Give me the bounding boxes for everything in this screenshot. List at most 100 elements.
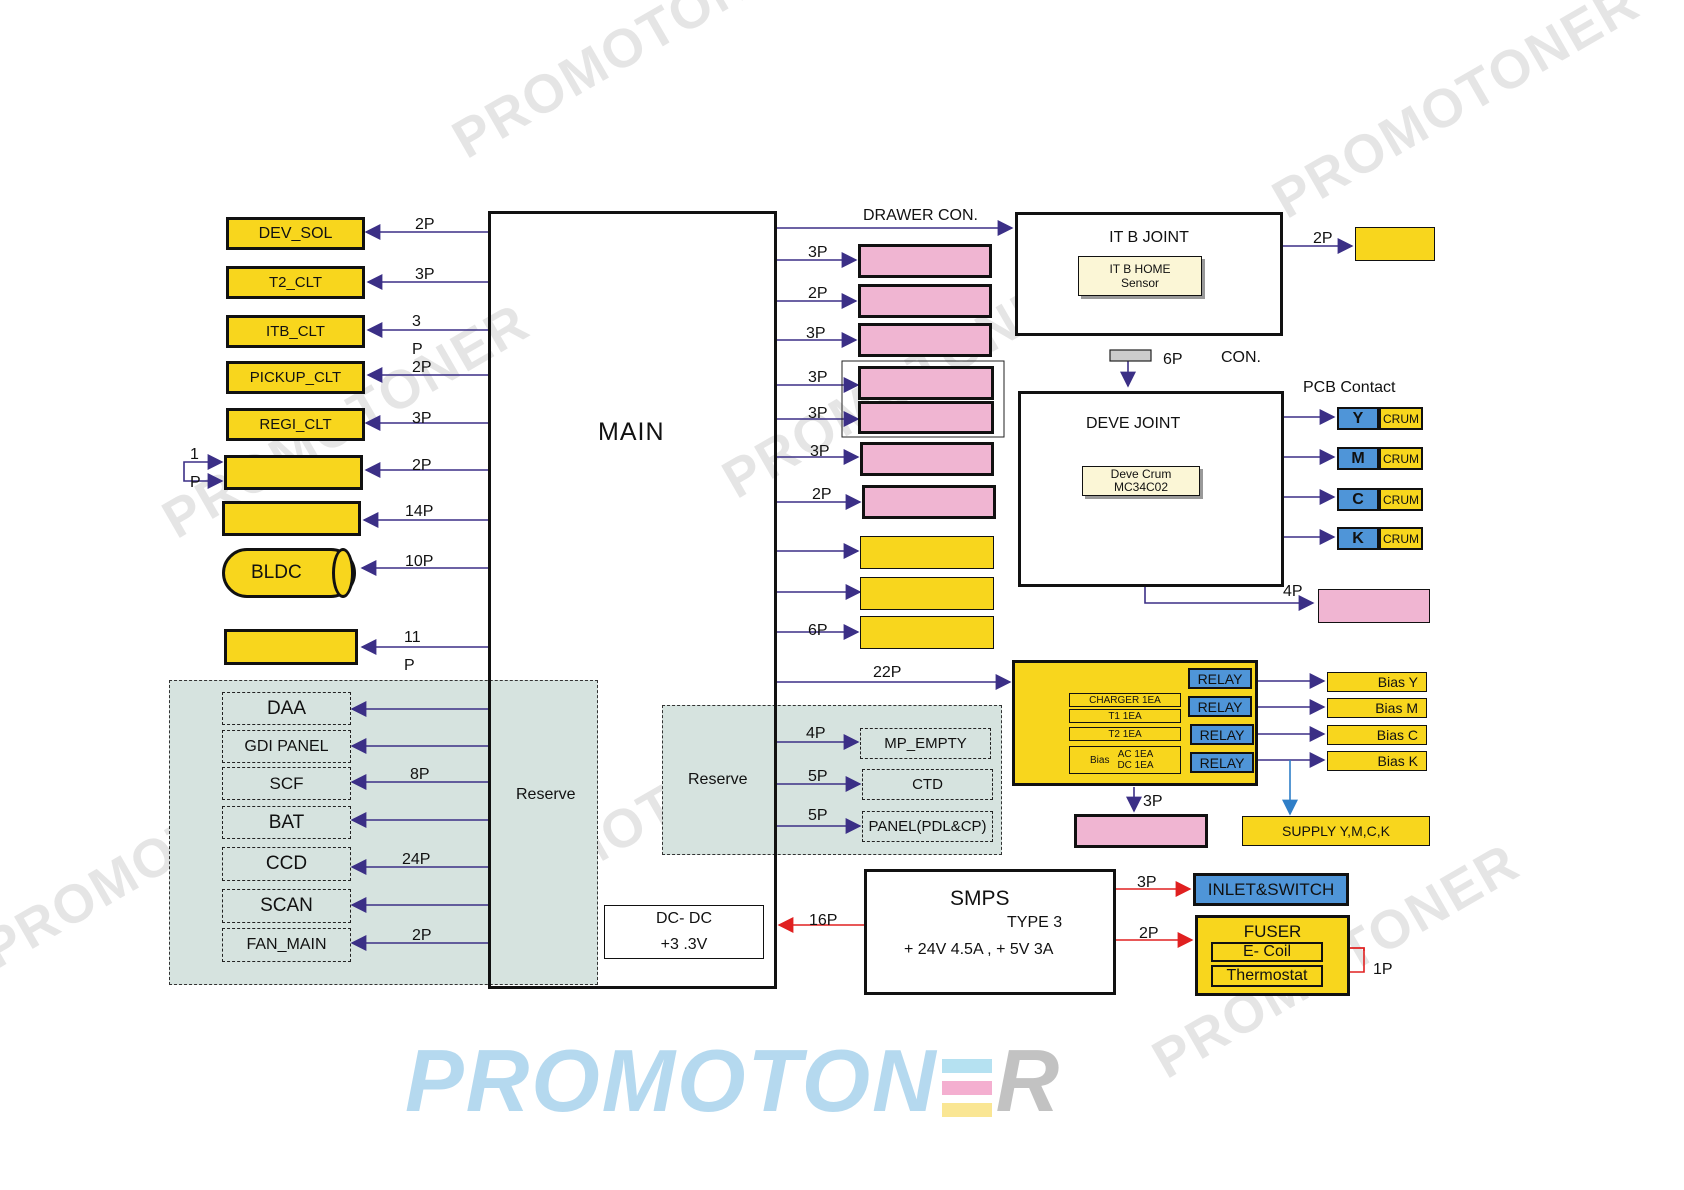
module-label: BAT — [268, 811, 305, 833]
deve-crum-chip: Deve Crum MC34C02 — [1082, 466, 1200, 496]
pin-label: 5P — [808, 768, 828, 785]
deve-output-connector — [1318, 589, 1430, 623]
itb-joint-title: IT B JOINT — [1109, 229, 1189, 246]
smps-rating: + 24V 4.5A , + 5V 3A — [904, 941, 1054, 958]
logo-text: R — [995, 1031, 1062, 1130]
crum-color: M — [1337, 447, 1379, 470]
pin-label: 3P — [808, 244, 828, 261]
relay-4: RELAY — [1190, 752, 1254, 773]
crum-label: CRUM — [1379, 407, 1423, 430]
crum-k: K CRUM — [1337, 527, 1423, 550]
relay-2: RELAY — [1188, 696, 1252, 717]
pin-label: P — [412, 341, 423, 358]
pin-label: 4P — [806, 725, 826, 742]
itb-sensor-line: IT B HOME — [1109, 262, 1171, 276]
dcdc-converter: DC- DC +3 .3V — [604, 905, 764, 959]
hv-bias-line: DC 1EA — [1117, 760, 1154, 771]
bias-k: Bias K — [1327, 751, 1427, 771]
inlet-switch: INLET&SWITCH — [1193, 873, 1349, 906]
pin-label: 14P — [405, 503, 434, 520]
connector-pink-6 — [860, 442, 994, 476]
module-label: FAN_MAIN — [246, 936, 327, 953]
crum-y: Y CRUM — [1337, 407, 1423, 430]
pin-label: 11 — [404, 629, 421, 646]
connector-pink-1 — [858, 244, 992, 278]
crum-label: CRUM — [1379, 488, 1423, 511]
crum-m: M CRUM — [1337, 447, 1423, 470]
relay-3: RELAY — [1190, 724, 1254, 745]
pin-label: 2P — [1139, 925, 1159, 942]
pin-label: 6P — [1163, 351, 1183, 368]
hv-item-label: T1 1EA — [1108, 710, 1142, 722]
deve-joint-title: DEVE JOINT — [1086, 415, 1181, 432]
crum-color: Y — [1337, 407, 1379, 430]
pin-label: 3 — [412, 313, 421, 330]
module-pickup-clt: PICKUP_CLT — [226, 361, 365, 394]
pin-label: 2P — [812, 486, 832, 503]
module-unlabeled-3 — [224, 629, 358, 665]
fuser-title: FUSER — [1243, 922, 1302, 941]
bias-y: Bias Y — [1327, 672, 1427, 692]
connector-yellow-1 — [860, 536, 994, 569]
module-label: PICKUP_CLT — [249, 369, 342, 386]
pin-label: 3P — [806, 325, 826, 342]
module-label: PANEL(PDL&CP) — [868, 818, 987, 835]
hv-item-t1: T1 1EA — [1069, 709, 1181, 723]
module-label: ITB_CLT — [266, 323, 325, 340]
hv-bias-values: AC 1EA DC 1EA — [1117, 749, 1153, 771]
connector-pink-2 — [858, 284, 992, 318]
hv-output-connector — [1074, 814, 1208, 848]
module-bat: BAT — [222, 806, 351, 839]
module-label: SCAN — [260, 895, 313, 916]
module-itb-clt: ITB_CLT — [226, 315, 365, 348]
bias-c: Bias C — [1327, 725, 1427, 745]
pin-label: 22P — [873, 664, 902, 681]
smps-title: SMPS — [950, 887, 1010, 910]
pin-label: 2P — [412, 359, 432, 376]
module-daa: DAA — [222, 692, 351, 725]
hv-item-t2: T2 1EA — [1069, 727, 1181, 741]
crum-color: C — [1337, 488, 1379, 511]
itb-home-sensor: IT B HOME Sensor — [1078, 256, 1202, 296]
hv-item-charger: CHARGER 1EA — [1069, 693, 1181, 707]
pin-label: 24P — [402, 851, 431, 868]
crum-color: K — [1337, 527, 1379, 550]
module-label: CTD — [912, 776, 943, 793]
drawer-con-label: DRAWER CON. — [863, 207, 978, 224]
hv-item-label: T2 1EA — [1108, 728, 1142, 740]
module-label: SCF — [269, 773, 304, 793]
module-label: CCD — [265, 853, 308, 874]
relay-1: RELAY — [1188, 668, 1252, 689]
hv-item-label: CHARGER 1EA — [1089, 694, 1161, 706]
smps — [864, 869, 1116, 995]
pin-label: 2P — [1313, 230, 1333, 247]
logo-text: PROMOTON — [405, 1031, 938, 1130]
deve-crum-line: Deve Crum — [1110, 467, 1172, 481]
connector-pink-5 — [858, 401, 994, 434]
module-t2-clt: T2_CLT — [226, 266, 365, 299]
module-scf: SCF — [222, 767, 351, 800]
pin-label: 6P — [808, 622, 828, 639]
pin-label: 3P — [412, 410, 432, 427]
hv-bias-line: AC 1EA — [1117, 749, 1154, 760]
module-label: DEV_SOL — [258, 224, 333, 242]
pin-label: 1P — [1373, 961, 1393, 978]
module-gdi-panel: GDI PANEL — [222, 730, 351, 763]
connector-yellow-2 — [860, 577, 994, 610]
pin-label: 4P — [1283, 583, 1303, 600]
dcdc-line: +3 .3V — [660, 936, 708, 953]
module-label: T2_CLT — [268, 274, 323, 291]
module-label: DAA — [266, 697, 307, 719]
supply-ymck: SUPPLY Y,M,C,K — [1242, 816, 1430, 846]
pin-label: 16P — [809, 912, 838, 929]
module-panel: PANEL(PDL&CP) — [862, 811, 993, 842]
module-ctd: CTD — [862, 769, 993, 800]
reserve-region-right — [662, 705, 1002, 855]
deve-crum-line: MC34C02 — [1113, 480, 1169, 494]
promotoner-logo: PROMOTON R — [405, 1030, 1061, 1132]
crum-label: CRUM — [1379, 447, 1423, 470]
hv-bias-label: Bias — [1090, 754, 1110, 766]
pin-label: 10P — [405, 553, 434, 570]
pin-label: 3P — [1143, 793, 1163, 810]
